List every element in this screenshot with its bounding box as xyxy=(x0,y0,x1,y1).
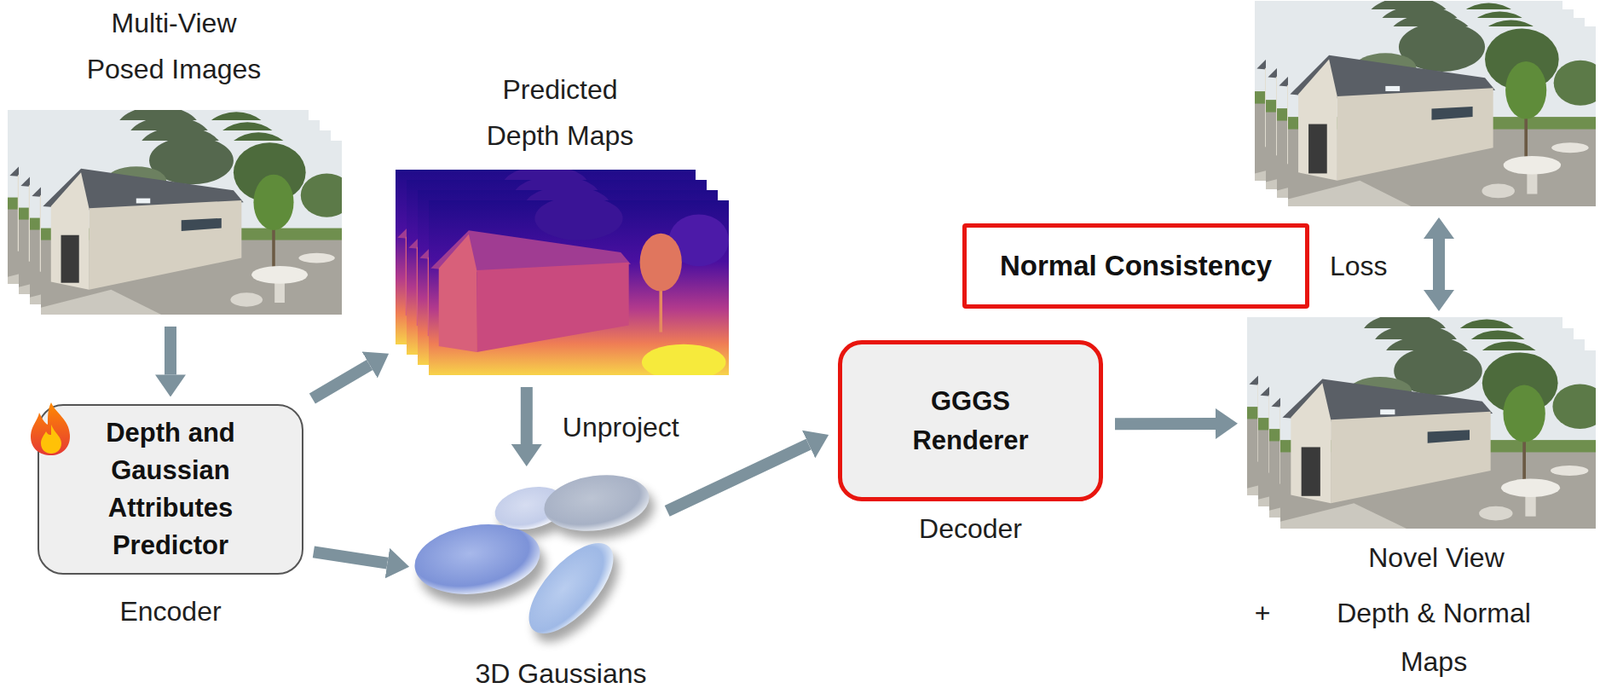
art-use xyxy=(428,196,729,381)
art-ellipse xyxy=(540,468,653,538)
novel-view-stack xyxy=(1247,312,1600,529)
box-label: GGGS Renderer xyxy=(898,381,1044,461)
flow-arrow xyxy=(667,444,809,511)
heading-label: Predicted Depth Maps xyxy=(474,66,646,159)
ground-truth-stack xyxy=(1254,0,1600,207)
depth-map-stack xyxy=(395,165,729,381)
process-box: Normal Consistency xyxy=(962,223,1310,309)
loss-double-arrow xyxy=(1423,217,1455,312)
gaussian-ellipsoids xyxy=(410,468,653,647)
flow-arrow xyxy=(311,364,370,399)
flow-arrow xyxy=(520,387,533,445)
input-image-stack xyxy=(7,105,353,315)
caption-label: Decoder xyxy=(842,512,1099,545)
process-box: Depth and Gaussian Attributes PredictorE… xyxy=(37,404,304,575)
heading-label: Novel View xyxy=(1299,534,1573,581)
flow-arrow xyxy=(164,326,177,376)
caption-label: Encoder xyxy=(39,594,302,628)
image-group: Predicted Depth Maps xyxy=(394,63,729,376)
flow-arrow xyxy=(1114,417,1216,430)
art-use xyxy=(40,136,353,315)
art-use xyxy=(1280,346,1600,529)
loss-label: Loss xyxy=(1329,242,1388,289)
art-use xyxy=(1288,22,1600,207)
flow-arrow xyxy=(313,551,388,563)
image-group: Multi-View Posed Images xyxy=(8,0,342,315)
art-ellipse xyxy=(410,516,545,602)
heading-label: 3D Gaussians xyxy=(458,657,664,690)
heading-label: + xyxy=(1249,589,1276,636)
box-label: Normal Consistency xyxy=(999,247,1272,285)
art-ellipse xyxy=(514,529,629,647)
box-label: Depth and Gaussian Attributes Predictor xyxy=(76,414,265,565)
process-box: GGGS RendererDecoder xyxy=(837,340,1104,502)
image-group: Novel View + Depth & Normal Maps xyxy=(1247,316,1596,692)
edge-label: Unproject xyxy=(559,410,683,444)
heading-label: Depth & Normal Maps xyxy=(1322,589,1545,687)
heading-label: Multi-View Posed Images xyxy=(80,0,268,93)
image-group: 3D Gaussians xyxy=(415,473,657,688)
